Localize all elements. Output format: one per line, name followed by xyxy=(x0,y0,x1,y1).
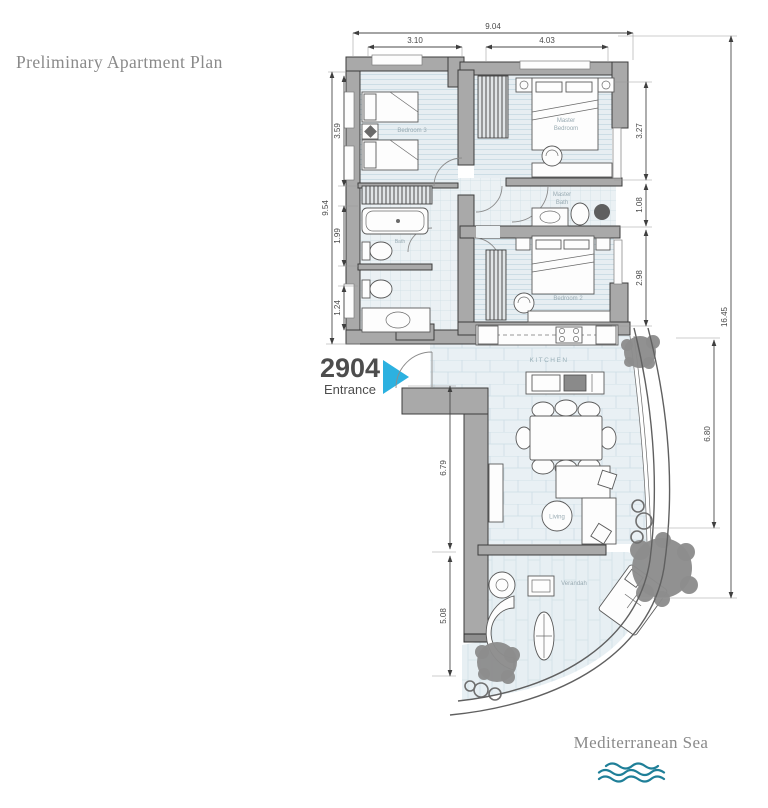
bedroom-2: Bedroom 2 xyxy=(485,235,611,323)
dim-label: 1.24 xyxy=(333,300,342,316)
entrance-arrow-icon xyxy=(383,360,409,394)
dim-label: 4.03 xyxy=(539,36,555,45)
entrance-label: Entrance xyxy=(324,382,376,397)
apartment-number: 2904 xyxy=(320,353,380,383)
verandah-label: Verandah xyxy=(561,581,587,587)
tree-icon xyxy=(475,642,520,684)
living-room: Living xyxy=(488,463,618,545)
bathrooms: Bath xyxy=(361,207,431,333)
dim-label: 3.27 xyxy=(635,123,644,139)
dimension-top-right: 4.03 xyxy=(485,36,609,50)
living-label: Living xyxy=(549,515,565,521)
dim-label: 1.08 xyxy=(635,197,644,213)
balcony-parapet xyxy=(449,327,671,716)
extension-lines xyxy=(326,33,737,677)
dim-label: 5.08 xyxy=(439,608,448,624)
master-bath-label-2: Bath xyxy=(556,200,568,206)
master-bedroom: Master Bedroom xyxy=(477,75,615,178)
corridor-floor xyxy=(432,187,460,333)
dim-label: 6.79 xyxy=(439,460,448,476)
dim-label: 6.80 xyxy=(703,426,712,442)
sea-waves-icon xyxy=(597,762,666,783)
master-bath-label-1: Master xyxy=(553,192,571,198)
entrance-marker: 2904 Entrance xyxy=(320,353,409,397)
dimension-right-c: 2.98 xyxy=(635,229,649,327)
bedroom2-label: Bedroom 2 xyxy=(553,296,583,302)
dim-label: 1.99 xyxy=(333,228,342,244)
bedroom-3: Bedroom 3 xyxy=(361,91,433,205)
dimension-right-total: 16.45 xyxy=(720,35,734,599)
plant-icon xyxy=(594,204,610,220)
page-title: Preliminary Apartment Plan xyxy=(16,52,223,72)
dimension-left-total: 9.54 xyxy=(321,71,335,345)
master-bedroom-label-2: Bedroom xyxy=(554,126,578,132)
dimension-left-a: 3.59 xyxy=(333,75,347,187)
dim-label: 16.45 xyxy=(720,306,729,327)
dim-label: 2.98 xyxy=(635,270,644,286)
dimension-right-a: 3.27 xyxy=(635,81,649,181)
master-bedroom-label-1: Master xyxy=(557,118,575,124)
wardrobe xyxy=(485,249,507,321)
walls xyxy=(343,54,652,643)
dimension-right-inner: 6.80 xyxy=(703,339,717,529)
dimension-top-total: 9.04 xyxy=(352,22,634,36)
bedroom3-label: Bedroom 3 xyxy=(397,128,427,134)
dimension-lower-left-b: 5.08 xyxy=(439,555,453,677)
wardrobe xyxy=(361,185,433,205)
bath-label: Bath xyxy=(395,239,406,245)
wardrobe xyxy=(477,75,509,139)
dimension-top-left: 3.10 xyxy=(367,36,463,50)
dimension-lower-left-a: 6.79 xyxy=(439,385,453,550)
master-bath: Master Bath xyxy=(531,192,610,227)
dimension-left-b: 1.99 xyxy=(333,205,347,267)
dim-label: 9.04 xyxy=(485,22,501,31)
dimension-right-b: 1.08 xyxy=(635,183,649,227)
kitchen: KITCHEN xyxy=(475,324,619,395)
dimensions: 9.04 3.10 4.03 9.54 3.59 1.99 1.24 6.79 xyxy=(321,22,737,677)
sea-label: Mediterranean Sea xyxy=(574,733,709,752)
dimension-left-c: 1.24 xyxy=(333,285,347,331)
dim-label: 9.54 xyxy=(321,200,330,216)
plant-pots xyxy=(464,499,653,701)
kitchen-label: KITCHEN xyxy=(529,357,568,364)
dim-label: 3.59 xyxy=(333,123,342,139)
dim-label: 3.10 xyxy=(407,36,423,45)
